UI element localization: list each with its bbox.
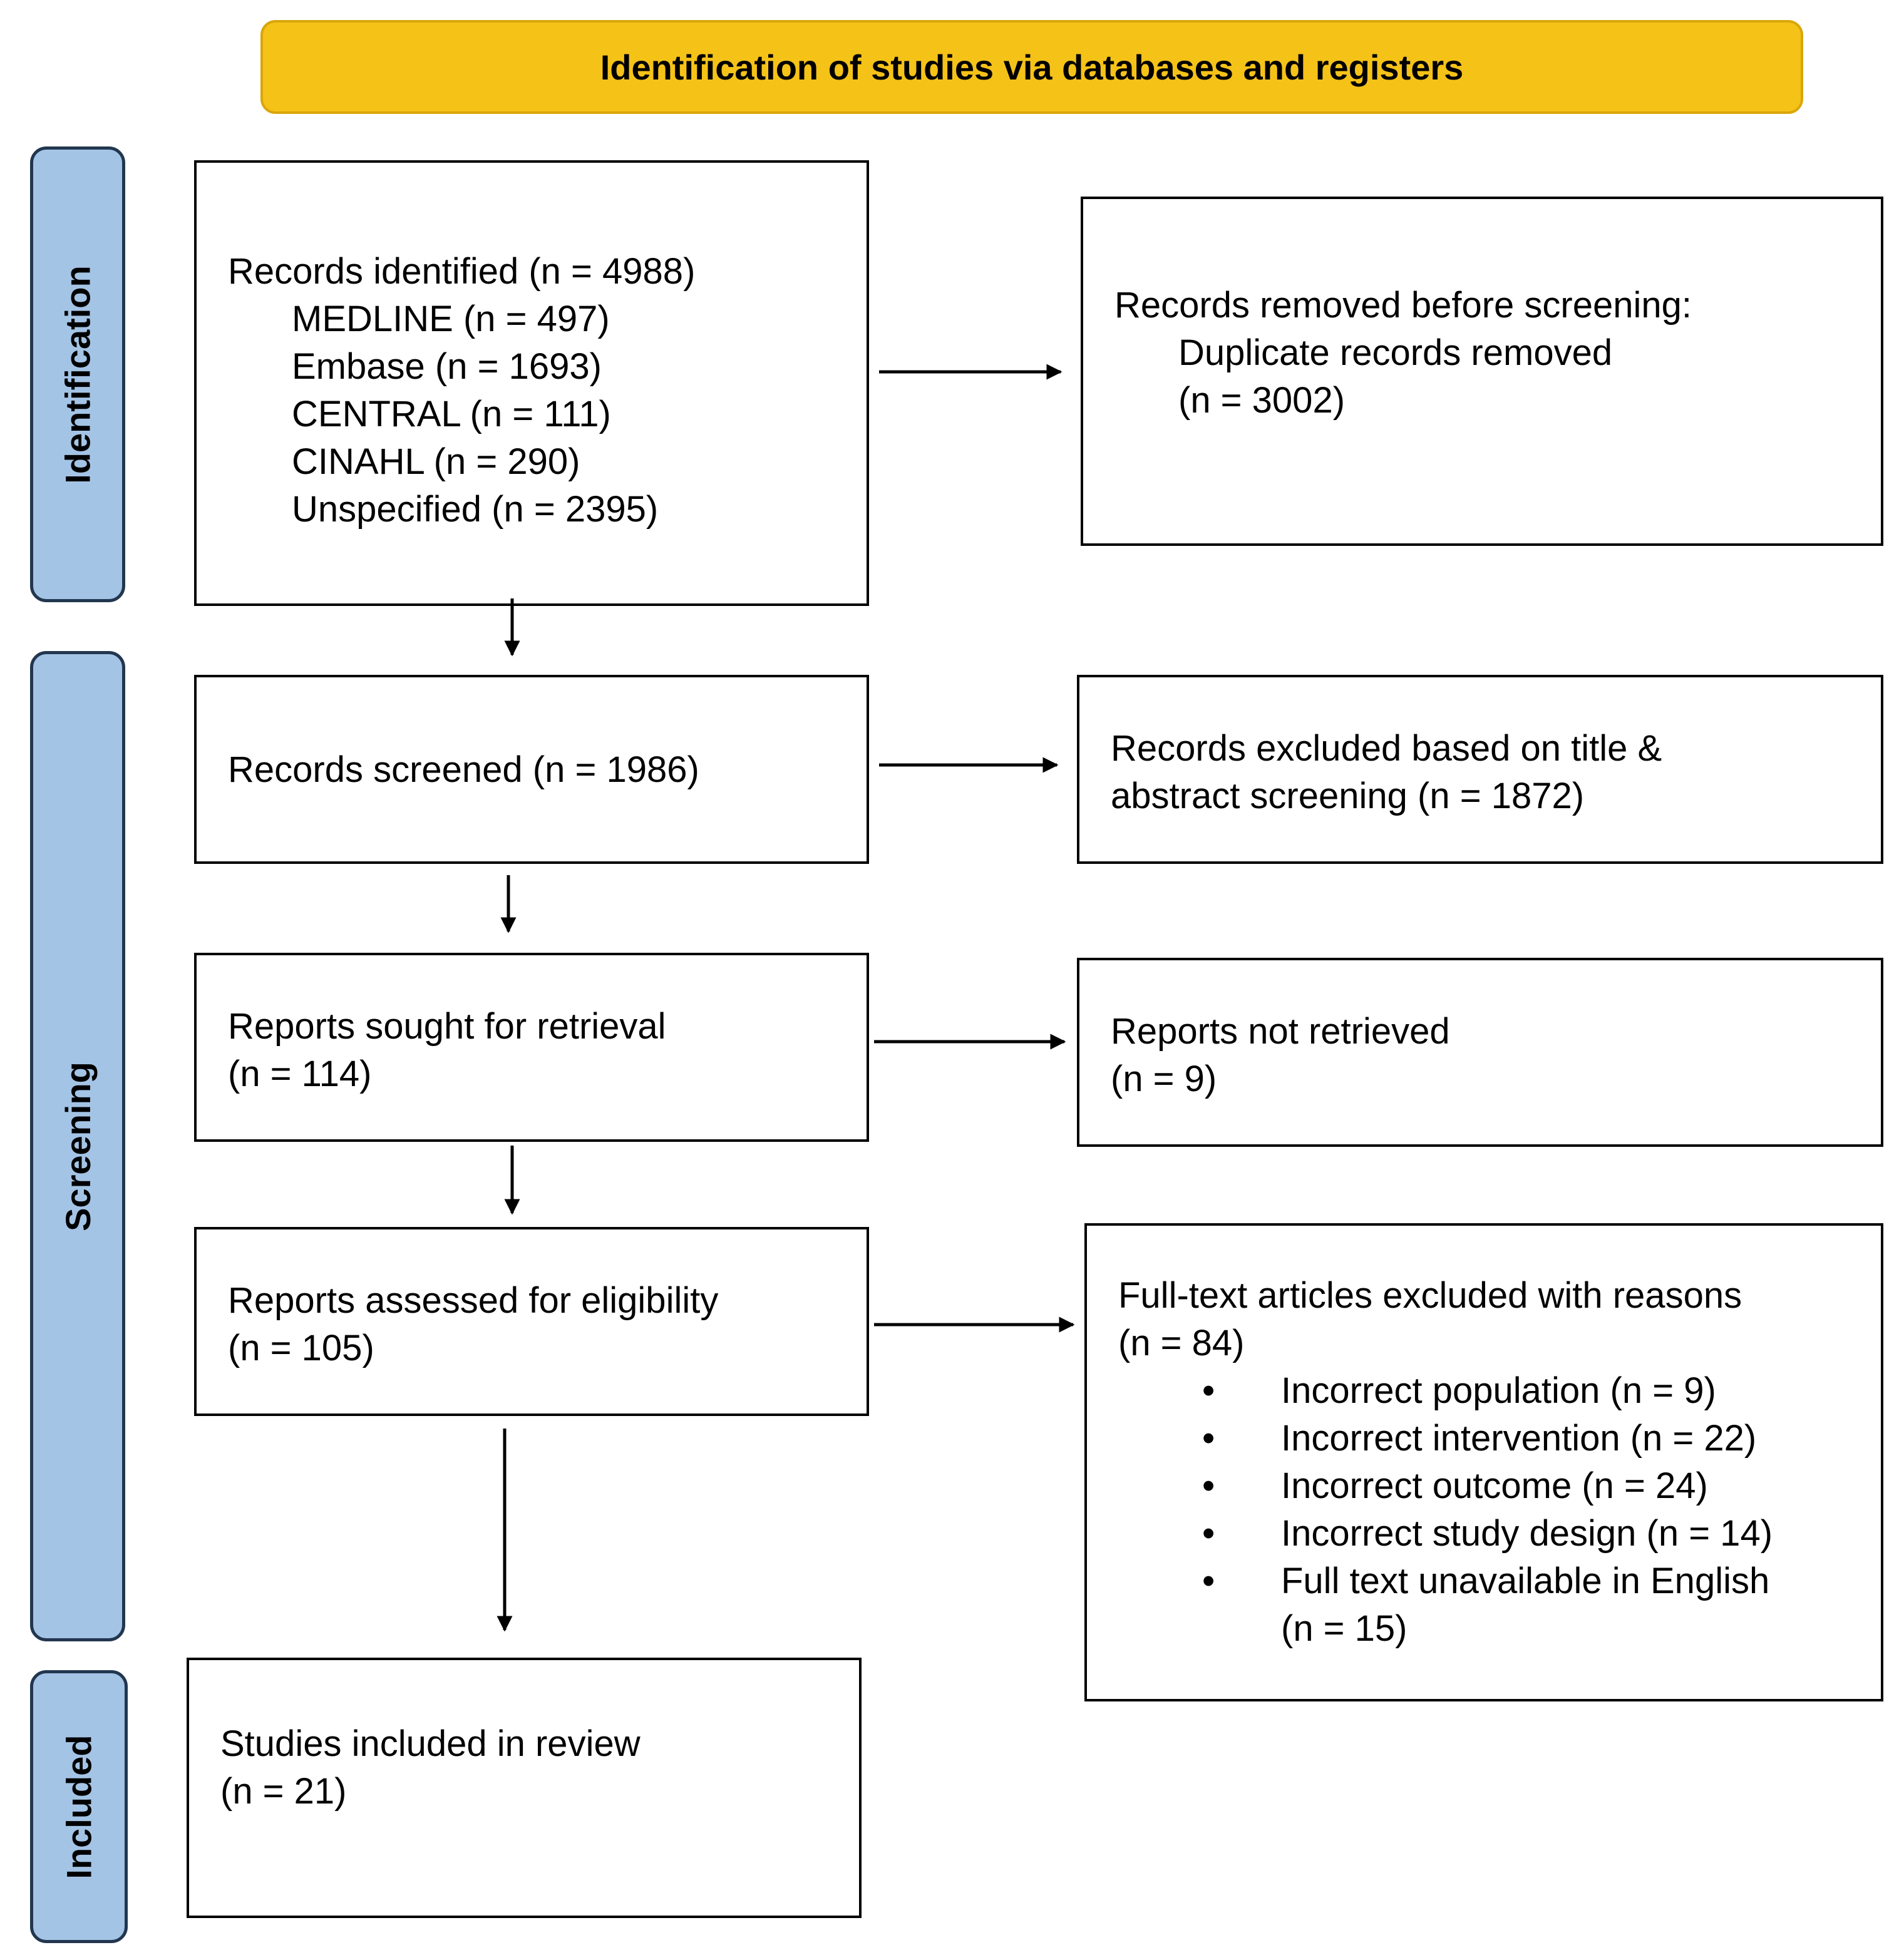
studies-included-line1: Studies included in review	[220, 1723, 641, 1764]
studies-included-box: Studies included in review (n = 21)	[187, 1658, 862, 1918]
reports-not-retrieved-box: Reports not retrieved (n = 9)	[1077, 958, 1883, 1147]
bullet-marker: •	[1202, 1513, 1215, 1554]
reason-english: Full text unavailable in English	[1281, 1561, 1770, 1601]
records-screened-box: Records screened (n = 1986)	[194, 675, 869, 864]
reason-english-count: (n = 15)	[1281, 1608, 1408, 1649]
reason-outcome: Incorrect outcome (n = 24)	[1281, 1465, 1708, 1506]
reason-population: Incorrect population (n = 9)	[1281, 1370, 1716, 1411]
reports-assessed-line2: (n = 105)	[228, 1328, 374, 1368]
reports-assessed-line1: Reports assessed for eligibility	[228, 1280, 719, 1321]
exclusion-reasons-list: • Incorrect population (n = 9) • Incorre…	[1118, 1367, 1881, 1653]
records-screened-text: Records screened (n = 1986)	[228, 749, 699, 790]
reports-not-retrieved-line2: (n = 9)	[1111, 1059, 1217, 1099]
reports-sought-line2: (n = 114)	[228, 1054, 372, 1094]
fulltext-excluded-box: Full-text articles excluded with reasons…	[1084, 1223, 1883, 1701]
bullet-marker: •	[1202, 1561, 1215, 1601]
studies-included-line2: (n = 21)	[220, 1771, 347, 1812]
phase-label-included: Included	[30, 1670, 128, 1943]
records-identified-box: Records identified (n = 4988) MEDLINE (n…	[194, 160, 869, 606]
reports-assessed-box: Reports assessed for eligibility (n = 10…	[194, 1227, 869, 1416]
reports-not-retrieved-line1: Reports not retrieved	[1111, 1011, 1450, 1052]
records-removed-box: Records removed before screening: Duplic…	[1081, 197, 1883, 546]
header-title: Identification of studies via databases …	[600, 47, 1464, 87]
fulltext-excluded-line2: (n = 84)	[1118, 1323, 1245, 1363]
source-central: CENTRAL (n = 111)	[292, 394, 611, 434]
exclusion-reason-item: • Full text unavailable in English (n = …	[1118, 1557, 1881, 1653]
reason-intervention: Incorrect intervention (n = 22)	[1281, 1418, 1757, 1459]
bullet-marker: •	[1202, 1465, 1215, 1506]
exclusion-reason-item: • Incorrect population (n = 9)	[1118, 1367, 1881, 1415]
fulltext-excluded-line1: Full-text articles excluded with reasons	[1118, 1275, 1742, 1316]
records-excluded-box: Records excluded based on title & abstra…	[1077, 675, 1883, 864]
records-identified-title: Records identified (n = 4988)	[228, 251, 696, 292]
duplicates-removed-label: Duplicate records removed	[1178, 332, 1613, 373]
phase-label-screening: Screening	[30, 651, 125, 1641]
records-removed-title: Records removed before screening:	[1114, 285, 1692, 326]
source-cinahl: CINAHL (n = 290)	[292, 441, 580, 482]
duplicates-removed-count: (n = 3002)	[1178, 380, 1346, 421]
source-unspecified: Unspecified (n = 2395)	[292, 489, 659, 530]
reports-sought-line1: Reports sought for retrieval	[228, 1006, 666, 1047]
source-embase: Embase (n = 1693)	[292, 346, 602, 387]
exclusion-reason-item: • Incorrect intervention (n = 22)	[1118, 1415, 1881, 1462]
exclusion-reason-item: • Incorrect outcome (n = 24)	[1118, 1462, 1881, 1510]
records-excluded-line2: abstract screening (n = 1872)	[1111, 776, 1585, 816]
reason-study-design: Incorrect study design (n = 14)	[1281, 1513, 1773, 1554]
header-banner: Identification of studies via databases …	[260, 20, 1803, 114]
source-medline: MEDLINE (n = 497)	[292, 299, 610, 339]
phase-label-identification: Identification	[30, 146, 125, 602]
exclusion-reason-item: • Incorrect study design (n = 14)	[1118, 1510, 1881, 1557]
reports-sought-box: Reports sought for retrieval (n = 114)	[194, 953, 869, 1142]
bullet-marker: •	[1202, 1370, 1215, 1411]
records-excluded-line1: Records excluded based on title &	[1111, 728, 1662, 769]
bullet-marker: •	[1202, 1418, 1215, 1459]
